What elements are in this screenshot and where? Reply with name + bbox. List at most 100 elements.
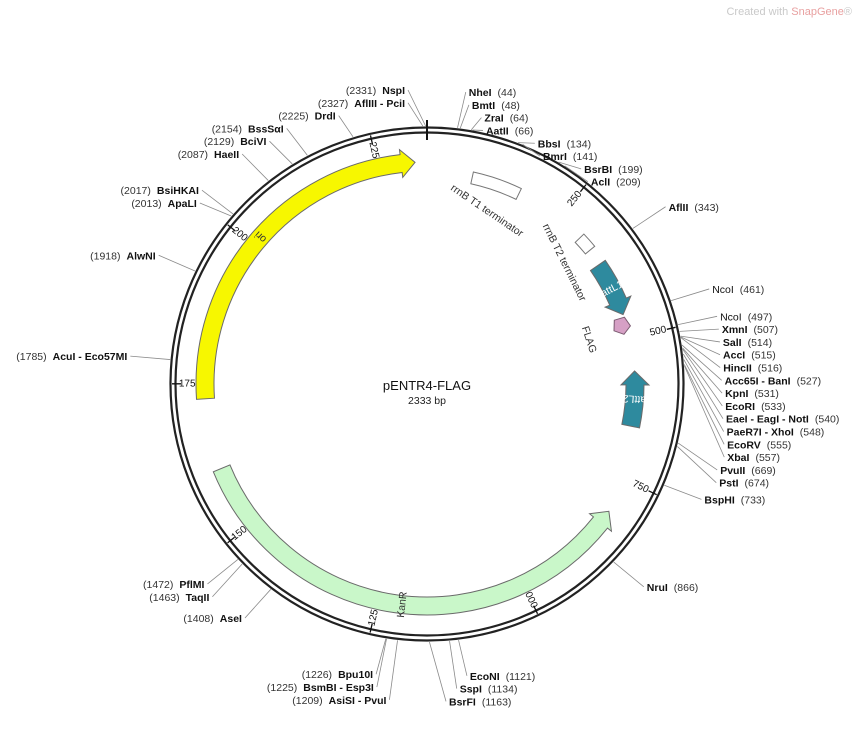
- scale-tick-label: 750: [631, 478, 651, 495]
- site-acui-eco57mi: (1785)AcuI - Eco57MI: [16, 351, 171, 363]
- site-position: (669): [751, 465, 776, 477]
- site-leader-line: [683, 364, 725, 445]
- site-position: (2154): [212, 123, 242, 135]
- site-label: NheI(44): [469, 87, 516, 99]
- site-leader-line: [680, 335, 720, 343]
- site-leader-line: [458, 639, 468, 676]
- site-label: PaeR7I - XhoI(548): [727, 427, 825, 439]
- feature-attl1: [589, 259, 632, 316]
- site-leader-line: [680, 337, 721, 368]
- site-name: PvuII: [720, 465, 745, 477]
- site-position: (515): [751, 350, 776, 362]
- site-nrui: NruI(866): [613, 561, 699, 594]
- site-label: SalI(514): [723, 337, 772, 349]
- site-leader-line: [429, 641, 447, 702]
- watermark-brand: SnapGene: [791, 6, 844, 18]
- site-psti: PstI(674): [677, 446, 770, 490]
- site-leader-line: [457, 91, 467, 128]
- site-position: (64): [510, 113, 529, 125]
- scale-tick: [533, 605, 539, 615]
- site-nspi: (2331)NspI: [346, 85, 426, 127]
- site-bbsi: BbsI(134): [518, 138, 591, 150]
- watermark-prefix: Created with: [726, 6, 792, 18]
- site-name: AatII: [486, 125, 509, 137]
- site-position: (48): [501, 100, 520, 112]
- site-name: BsrFI: [449, 696, 476, 708]
- site-label: ZraI (64): [484, 113, 528, 125]
- site-leader-line: [682, 347, 723, 394]
- scale-tick: [369, 623, 373, 633]
- site-label: (2331)NspI: [346, 85, 405, 97]
- site-name: EcoNI: [470, 671, 500, 683]
- site-bcivi: (2129)BciVI: [204, 136, 293, 165]
- site-asei: (1408)AseI: [183, 589, 272, 625]
- plasmid-name: pENTR4-FLAG: [383, 378, 471, 393]
- site-leader-line: [682, 348, 723, 407]
- site-nhei: NheI(44): [457, 87, 516, 128]
- scale-tick: [369, 135, 374, 145]
- site-position: (1918): [90, 250, 120, 262]
- site-position: (2017): [121, 185, 151, 197]
- site-name: BmrI: [543, 151, 567, 163]
- site-label: XbaI(557): [727, 452, 780, 464]
- site-name: EcoRI: [725, 401, 755, 413]
- site-leader-line: [613, 561, 645, 588]
- site-name: EcoRV: [727, 439, 761, 451]
- site-name: HaeII: [214, 149, 239, 161]
- site-name: PflMI: [179, 579, 204, 591]
- site-leader-line: [201, 189, 234, 215]
- site-position: (2225): [278, 111, 308, 123]
- site-label: XmnI(507): [722, 324, 778, 336]
- site-label: SspI(1134): [460, 684, 518, 696]
- site-ncoi: NcoI(461): [671, 284, 764, 301]
- site-position: (514): [748, 337, 773, 349]
- site-position: (866): [674, 582, 699, 594]
- scale-tick: [666, 326, 676, 330]
- site-name: AflII: [669, 202, 689, 214]
- site-label: (1226)Bpu10I: [302, 669, 373, 681]
- site-bmti: BmtI(48): [459, 100, 520, 129]
- site-aflii: AflII(343): [632, 202, 719, 229]
- scale-tick-label: 250: [565, 189, 584, 209]
- site-label: BmtI(48): [472, 100, 520, 112]
- site-name: BsrBI: [584, 164, 612, 176]
- site-paer7i-xhoi: PaeR7I - XhoI(548): [683, 359, 825, 439]
- site-zrai: ZraI (64): [470, 113, 528, 131]
- site-sspi: SspI(1134): [449, 640, 518, 696]
- site-pvuii: PvuII (669): [677, 442, 776, 477]
- site-name: SspI: [460, 684, 482, 696]
- site-label: PvuII (669): [720, 465, 776, 477]
- site-position: (1163): [482, 696, 512, 708]
- site-position: (507): [753, 324, 778, 336]
- site-position: (527): [797, 375, 822, 387]
- site-leader-line: [459, 104, 470, 129]
- site-name: ApaLI: [168, 198, 197, 210]
- site-sali: SalI(514): [680, 335, 772, 349]
- scale-tick: [648, 490, 657, 496]
- site-leader-line: [376, 638, 387, 688]
- site-name: ZraI: [484, 113, 503, 125]
- site-leader-line: [130, 355, 171, 360]
- site-name: AccI: [723, 350, 745, 362]
- site-apali: (2013)ApaLI: [131, 198, 232, 217]
- site-name: BssSαI: [248, 123, 284, 135]
- site-label: BsrBI(199): [584, 164, 643, 176]
- site-leader-line: [470, 117, 482, 131]
- site-leader-line: [564, 165, 589, 182]
- site-position: (674): [745, 478, 770, 490]
- site-label: BspHI(733): [704, 494, 765, 506]
- site-name: XbaI: [727, 452, 749, 464]
- site-name: AcuI - Eco57MI: [53, 351, 128, 363]
- site-position: (141): [573, 151, 598, 163]
- site-name: AflIII - PciI: [354, 98, 405, 110]
- site-ecorv: EcoRV(555): [683, 364, 791, 451]
- site-leader-line: [683, 359, 725, 432]
- scale-tick: [227, 536, 235, 544]
- feature-rrnb-t1-terminator: [470, 171, 523, 201]
- site-position: (461): [740, 284, 765, 296]
- site-pflmi: (1472)PflMI: [143, 559, 239, 591]
- site-alwni: (1918)AlwNI: [90, 250, 196, 272]
- site-leader-line: [207, 559, 239, 585]
- site-position: (1209): [292, 695, 322, 707]
- site-bmri: BmrI (141): [522, 144, 598, 163]
